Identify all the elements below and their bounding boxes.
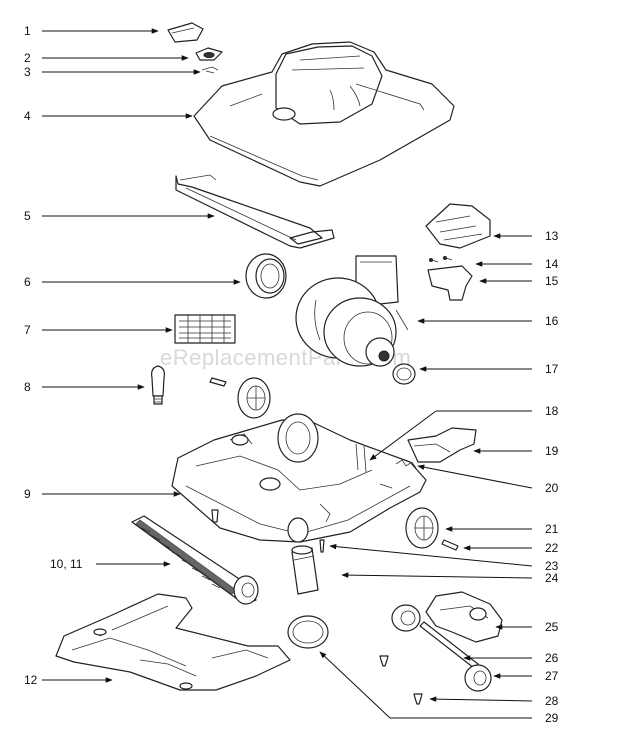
callout-17: 17 bbox=[545, 362, 559, 376]
callout-22: 22 bbox=[545, 541, 559, 555]
part-4-cover bbox=[193, 41, 455, 187]
callout-1: 1 bbox=[24, 24, 31, 38]
part-10-11-brushroll bbox=[131, 515, 259, 605]
callout-23: 23 bbox=[545, 559, 559, 573]
part-8-bulb bbox=[151, 365, 165, 405]
part-14-screws bbox=[429, 256, 453, 263]
part-5-bumper-frame bbox=[175, 174, 335, 249]
callout-14: 14 bbox=[545, 257, 559, 271]
part-15-bracket bbox=[427, 265, 473, 301]
callout-13: 13 bbox=[545, 229, 559, 243]
part-screw-26 bbox=[379, 655, 389, 667]
part-16-motor bbox=[295, 255, 409, 367]
callout-5: 5 bbox=[24, 209, 31, 223]
callout-20: 20 bbox=[545, 481, 559, 495]
part-24-cup bbox=[291, 545, 319, 595]
callout-2: 2 bbox=[24, 51, 31, 65]
part-9-base bbox=[171, 413, 427, 543]
callout-3: 3 bbox=[24, 65, 31, 79]
part-17-ring bbox=[392, 363, 416, 385]
callout-21: 21 bbox=[545, 522, 559, 536]
callout-16: 16 bbox=[545, 314, 559, 328]
part-13-grip bbox=[425, 203, 491, 249]
part-21-wheel bbox=[405, 507, 439, 549]
part-wheel-left bbox=[209, 377, 271, 419]
callout-19: 19 bbox=[545, 444, 559, 458]
callout-7: 7 bbox=[24, 323, 31, 337]
part-27-wheel bbox=[464, 664, 492, 692]
callout-26: 26 bbox=[545, 651, 559, 665]
part-25-bracket bbox=[425, 591, 503, 643]
part-wheel-small-a bbox=[391, 604, 421, 632]
callout-12: 12 bbox=[24, 673, 38, 687]
callout-8: 8 bbox=[24, 380, 31, 394]
part-screw-base bbox=[211, 509, 219, 523]
part-28-screw bbox=[413, 693, 423, 705]
callout-25: 25 bbox=[545, 620, 559, 634]
part-6-ring bbox=[245, 253, 287, 299]
callout-6: 6 bbox=[24, 275, 31, 289]
callout-9: 9 bbox=[24, 487, 31, 501]
part-19-pedal bbox=[407, 427, 477, 463]
part-1-cap bbox=[167, 22, 204, 43]
callout-18: 18 bbox=[545, 404, 559, 418]
callout-labels: 1 2 3 4 5 6 7 8 9 10, 11 12 13 14 15 16 … bbox=[24, 24, 559, 725]
part-12-baseplate bbox=[55, 593, 291, 691]
part-2-plate bbox=[195, 47, 223, 61]
part-29-belt bbox=[287, 615, 329, 649]
callout-10-11: 10, 11 bbox=[50, 557, 83, 571]
callout-15: 15 bbox=[545, 274, 559, 288]
callout-28: 28 bbox=[545, 694, 559, 708]
part-7-filter bbox=[174, 314, 236, 344]
callout-4: 4 bbox=[24, 109, 31, 123]
part-3-clip bbox=[201, 66, 219, 74]
callout-29: 29 bbox=[545, 711, 559, 725]
callout-24: 24 bbox=[545, 571, 559, 585]
part-23-pin bbox=[319, 539, 325, 553]
part-20-spring bbox=[395, 459, 417, 469]
leader-lines bbox=[42, 28, 533, 719]
callout-27: 27 bbox=[545, 669, 559, 683]
part-22-axle bbox=[441, 539, 459, 551]
